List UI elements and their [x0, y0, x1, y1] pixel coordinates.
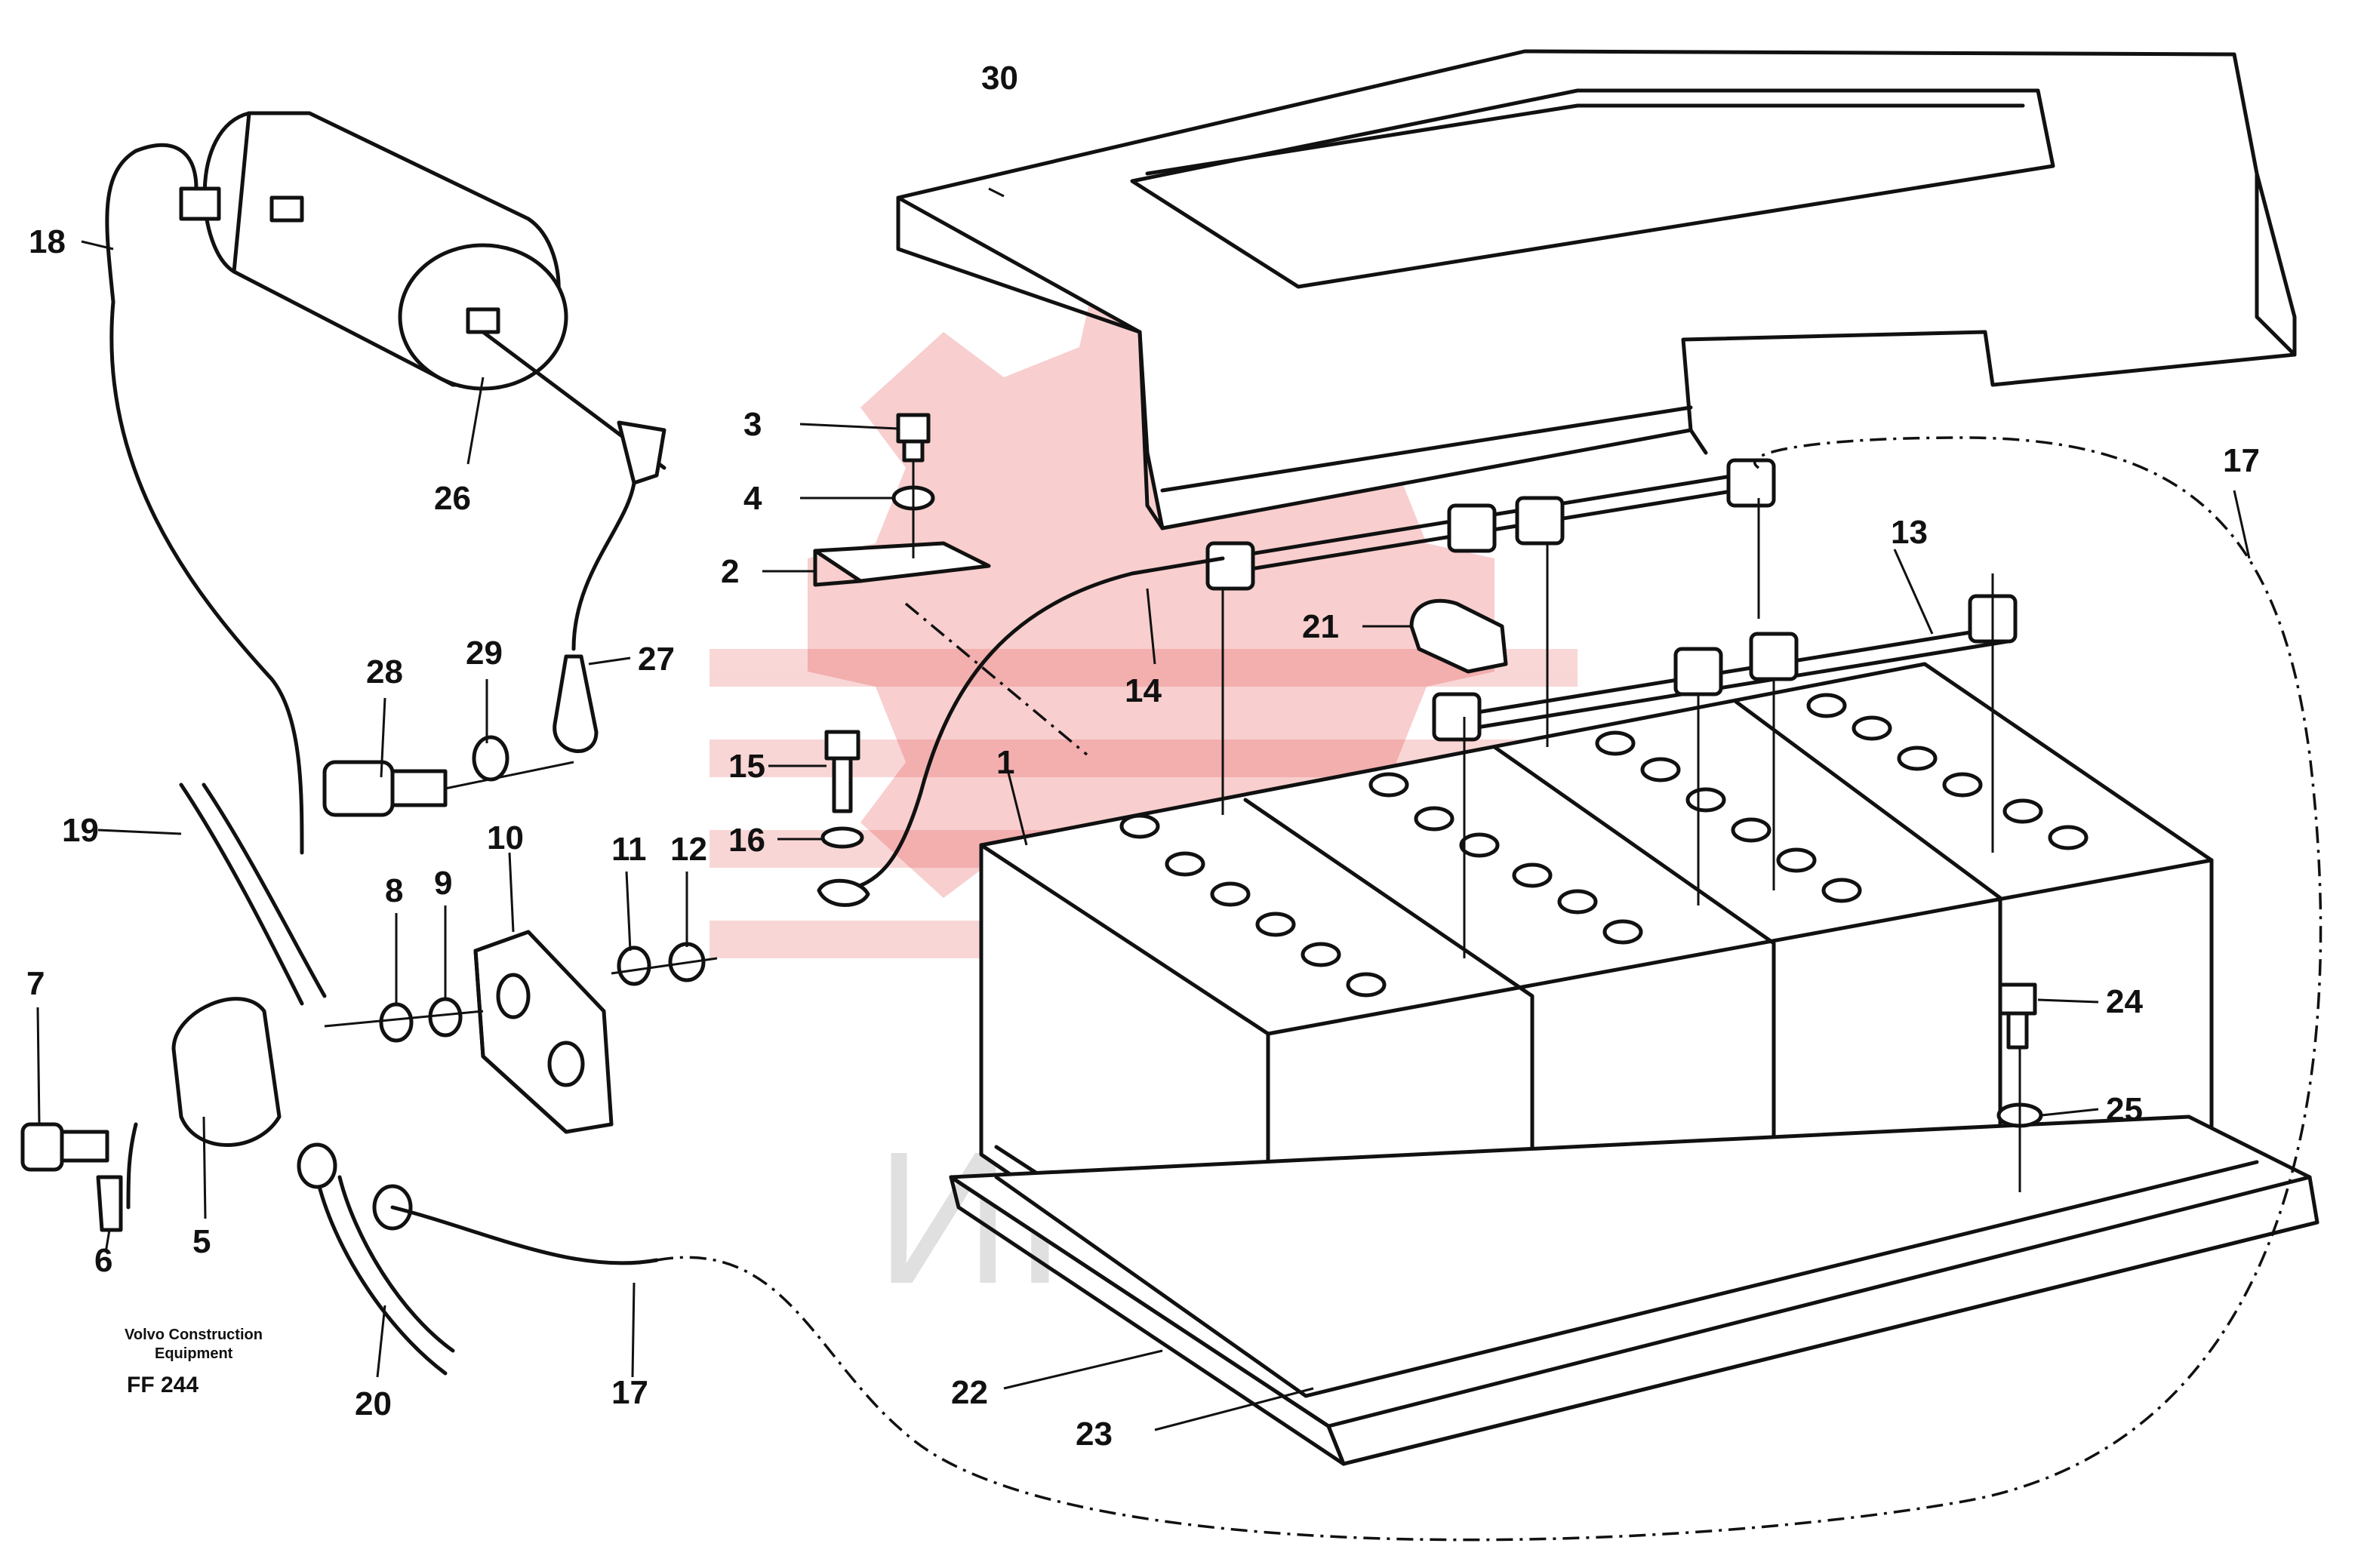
callout-9: 9 [434, 865, 452, 902]
bolt-28 [322, 735, 574, 817]
callout-23: 23 [1076, 1416, 1113, 1453]
nuts-11-12 [611, 942, 718, 986]
bolt-24 [1996, 982, 2043, 1192]
callout-17-bottom: 17 [611, 1374, 648, 1411]
callout-15: 15 [728, 748, 765, 785]
battery-caps [1119, 693, 2089, 998]
cable-20 [297, 1142, 455, 1376]
callout-12: 12 [670, 831, 707, 868]
battery-tray [949, 1115, 2319, 1466]
callout-4: 4 [743, 480, 762, 517]
callout-22: 22 [951, 1374, 988, 1411]
callout-25: 25 [2106, 1091, 2143, 1128]
callout-21: 21 [1302, 608, 1339, 645]
washers-8-9 [324, 997, 484, 1043]
callout-18: 18 [29, 223, 66, 260]
leader-lines [36, 187, 2251, 1431]
callout-30: 30 [981, 60, 1018, 97]
callout-28: 28 [366, 653, 403, 690]
figure-caption: Volvo Construction Equipment FF 244 [125, 1327, 263, 1397]
caption-brand-line2: Equipment [155, 1345, 233, 1362]
callout-24: 24 [2106, 983, 2143, 1020]
battery-cover [896, 49, 2297, 530]
callout-3: 3 [743, 406, 762, 443]
callout-29: 29 [466, 635, 503, 672]
callout-19: 19 [62, 812, 99, 849]
callout-20: 20 [355, 1385, 392, 1422]
callout-8: 8 [385, 872, 403, 909]
bracket-10 [473, 930, 614, 1134]
callout-27: 27 [638, 641, 675, 678]
motor-26 [202, 111, 568, 391]
callout-11: 11 [611, 831, 647, 868]
switch-5 [20, 997, 282, 1232]
caption-figure-code: FF 244 [127, 1373, 199, 1397]
cable-17 [390, 436, 2323, 1542]
callout-2: 2 [721, 553, 739, 590]
callout-10: 10 [487, 819, 524, 856]
caption-brand-line1: Volvo Construction [125, 1327, 263, 1343]
callout-1: 1 [996, 744, 1014, 781]
callout-7: 7 [26, 965, 45, 1002]
cable-14 [817, 556, 1225, 907]
connector-rods [1205, 458, 2018, 958]
terminal-cover-21 [1409, 598, 1508, 674]
callout-labels: 1 2 3 4 5 6 7 8 9 10 11 12 13 14 15 16 1… [26, 60, 2260, 1453]
callout-13: 13 [1891, 514, 1928, 551]
cable-19 [179, 782, 327, 1006]
bolt-15 [820, 730, 864, 849]
callout-26: 26 [434, 480, 471, 517]
callout-5: 5 [192, 1223, 211, 1260]
bracket-2 [813, 413, 1088, 756]
callout-17-top: 17 [2223, 442, 2260, 479]
callout-6: 6 [94, 1242, 112, 1279]
cable-18 [105, 143, 304, 855]
callout-14: 14 [1125, 672, 1162, 709]
cable-27 [481, 330, 666, 753]
callout-16: 16 [728, 822, 765, 859]
